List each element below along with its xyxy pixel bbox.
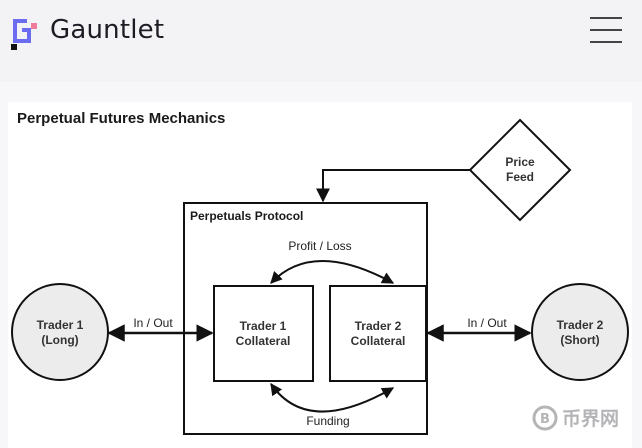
diagram-panel: Perpetual Futures Mechanics Price Feed P…: [8, 102, 632, 448]
trader-1-line1: Trader 1: [37, 318, 84, 332]
trader-2-circle: [531, 283, 629, 381]
brand-name[interactable]: Gauntlet: [50, 15, 165, 45]
diagram-title: Perpetual Futures Mechanics: [17, 110, 225, 127]
protocol-label: Perpetuals Protocol: [190, 209, 303, 223]
funding-label: Funding: [306, 414, 349, 428]
menu-line-icon: [590, 29, 622, 31]
trader-2-line2: (Short): [560, 333, 599, 347]
trader-1-line2: (Long): [41, 333, 78, 347]
in-out-right-label: In / Out: [467, 316, 507, 330]
price-feed-diamond: [468, 118, 572, 222]
svg-text:B: B: [540, 412, 550, 427]
hamburger-menu-button[interactable]: [586, 10, 626, 50]
price-feed-node: Price Feed: [468, 118, 572, 222]
gauntlet-logo-icon[interactable]: [10, 17, 38, 51]
trader-2-collateral-line2: Collateral: [351, 334, 406, 348]
perpetual-futures-diagram: Perpetual Futures Mechanics Price Feed P…: [11, 110, 629, 435]
in-out-left-label: In / Out: [133, 316, 173, 330]
trader-1-collateral-line2: Collateral: [236, 334, 291, 348]
menu-line-icon: [590, 41, 622, 43]
trader-2-collateral-node: Trader 2 Collateral: [329, 285, 427, 382]
site-header: Gauntlet: [0, 0, 642, 82]
menu-line-icon: [590, 17, 622, 19]
trader-1-node: Trader 1 (Long): [11, 283, 109, 381]
profit-loss-label: Profit / Loss: [288, 239, 351, 253]
price-feed-label-line1: Price: [505, 155, 535, 169]
trader-2-collateral-line1: Trader 2: [355, 319, 402, 333]
trader-2-collateral-box: [329, 285, 427, 382]
watermark: B 币界网: [532, 404, 619, 431]
bitcoin-coin-icon: B: [532, 405, 558, 430]
price-feed-arrow: [316, 169, 470, 203]
trader-1-collateral-node: Trader 1 Collateral: [213, 285, 314, 382]
profit-loss-arrow: [270, 260, 395, 284]
price-feed-label-line2: Feed: [506, 170, 534, 184]
trader-1-collateral-box: [213, 285, 314, 382]
funding-arrow: [270, 383, 395, 413]
trader-2-node: Trader 2 (Short): [531, 283, 629, 381]
trader-2-line1: Trader 2: [557, 318, 604, 332]
watermark-text: 币界网: [562, 408, 620, 430]
trader-1-collateral-line1: Trader 1: [240, 319, 287, 333]
trader-1-circle: [11, 283, 109, 381]
